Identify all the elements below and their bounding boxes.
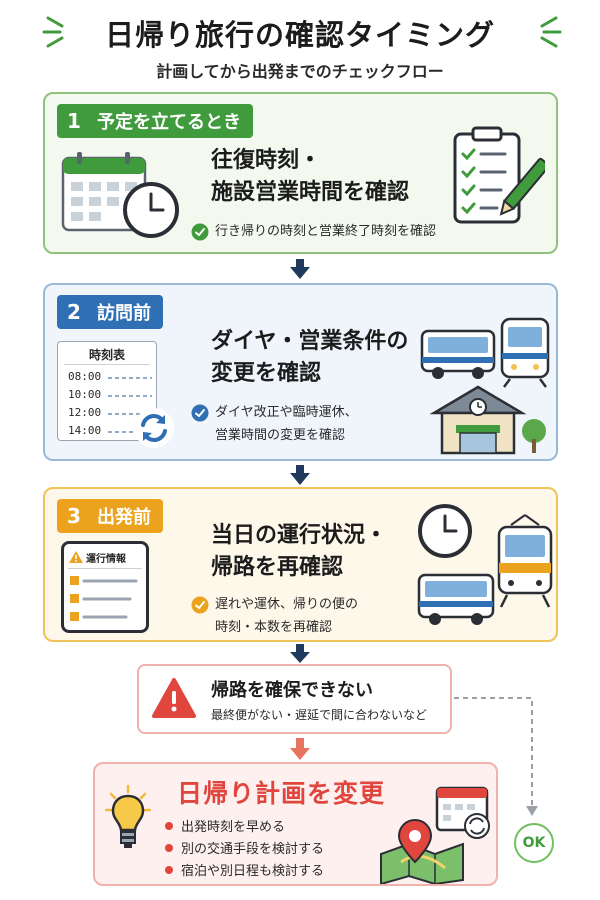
- change-bullet-text: 宿泊や別日程も検討する: [181, 864, 325, 879]
- bullet-dot-icon: [165, 843, 173, 852]
- step-2-check-text-1: ダイヤ改正や臨時運休、: [215, 405, 358, 420]
- timetable-time: 08:00: [68, 370, 102, 383]
- step-2-check-text-2: 営業時間の変更を確認: [215, 428, 346, 443]
- change-bullet: 出発時刻を早める: [165, 816, 285, 835]
- step-3-check: 遅れや運休、帰りの便の 時刻・本数を再確認: [191, 595, 358, 637]
- change-plan-box: 日帰り計画を変更 出発時刻を早める 別の交通手段を検討する 宿泊や別日程も検討す…: [93, 762, 498, 886]
- timetable-time: 10:00: [68, 388, 102, 401]
- check-icon: [191, 223, 209, 241]
- service-info-phone: 運行情報: [61, 541, 149, 633]
- checklist-clipboard-icon: [453, 126, 545, 224]
- step-3-card: 3 出発前 運行情報 当日の運行状況・ 帰路を再確認 遅れや運休、帰りの便の 時…: [43, 487, 558, 642]
- bullet-dot-icon: [165, 821, 173, 830]
- change-heading: 日帰り計画を変更: [177, 779, 386, 808]
- step-3-check-text-2: 時刻・本数を再確認: [215, 620, 333, 635]
- step-2-heading-line2: 変更を確認: [211, 361, 322, 386]
- change-bullet-text: 出発時刻を早める: [181, 820, 286, 835]
- lightbulb-icon: [105, 784, 151, 848]
- page-subtitle: 計画してから出発までのチェックフロー: [156, 62, 444, 81]
- timetable-time: 12:00: [68, 406, 102, 419]
- check-icon: [191, 596, 209, 614]
- bus-train-station-icon: [420, 317, 550, 455]
- step-1-check: 行き帰りの時刻と営業終了時刻を確認: [191, 222, 436, 241]
- down-arrow-icon: [290, 259, 310, 279]
- step-3-label: 出発前: [97, 507, 151, 528]
- clock-bus-train-icon: [417, 504, 553, 625]
- step-2-heading-line1: ダイヤ・営業条件の: [211, 329, 409, 354]
- step-3-check-text-1: 遅れや運休、帰りの便の: [215, 597, 359, 612]
- step-2-tag: 2 訪問前: [57, 295, 163, 329]
- change-bullet: 宿泊や別日程も検討する: [165, 860, 324, 879]
- step-1-check-text: 行き帰りの時刻と営業終了時刻を確認: [215, 224, 437, 239]
- step-1-card: 1 予定を立てるとき 往復時刻・ 施設営業時間を確認 行き帰りの時刻と営業終了時…: [43, 92, 558, 254]
- step-3-number: 3: [67, 504, 81, 528]
- warning-detail: 最終便がない・遅延で間に合わないなど: [211, 708, 428, 722]
- step-2-number: 2: [67, 300, 81, 324]
- change-bullet-text: 別の交通手段を検討する: [181, 842, 325, 857]
- refresh-icon: [134, 408, 174, 448]
- calendar-map-pin-icon: [380, 786, 490, 884]
- step-1-number: 1: [67, 109, 81, 133]
- down-arrow-icon: [290, 465, 310, 485]
- sparkle-left-icon: [42, 16, 64, 48]
- step-2-card: 2 訪問前 時刻表 08:00 10:00 12:00 14:00 ダイヤ・営業…: [43, 283, 558, 461]
- service-info-title: 運行情報: [86, 554, 126, 565]
- page-title: 日帰り旅行の確認タイミング: [104, 18, 495, 52]
- check-icon: [191, 404, 209, 422]
- warning-heading: 帰路を確保できない: [211, 680, 373, 701]
- change-bullet: 別の交通手段を検討する: [165, 838, 324, 857]
- warning-icon: [69, 551, 83, 563]
- timetable-time: 14:00: [68, 424, 102, 437]
- step-3-heading-line1: 当日の運行状況・: [211, 523, 388, 548]
- step-1-label: 予定を立てるとき: [97, 112, 241, 133]
- timetable-title: 時刻表: [88, 348, 125, 362]
- down-arrow-icon: [290, 644, 310, 663]
- ok-badge: OK: [514, 823, 554, 863]
- sparkle-right-icon: [540, 16, 562, 48]
- step-1-heading-line1: 往復時刻・: [211, 148, 322, 173]
- step-3-tag: 3 出発前: [57, 499, 163, 533]
- step-1-tag: 1 予定を立てるとき: [57, 104, 253, 138]
- warning-box: 帰路を確保できない 最終便がない・遅延で間に合わないなど: [137, 664, 452, 734]
- ok-path-dashed-arrow: [454, 697, 538, 816]
- step-2-check: ダイヤ改正や臨時運休、 営業時間の変更を確認: [191, 403, 358, 445]
- step-3-heading-line2: 帰路を再確認: [211, 555, 344, 580]
- down-arrow-red-icon: [290, 738, 310, 760]
- warning-triangle-icon: [152, 678, 196, 718]
- step-2-label: 訪問前: [97, 303, 151, 324]
- calendar-clock-icon: [61, 152, 179, 238]
- step-1-heading-line2: 施設営業時間を確認: [211, 180, 410, 205]
- bullet-dot-icon: [165, 865, 173, 874]
- timetable-card: 時刻表 08:00 10:00 12:00 14:00: [57, 341, 157, 441]
- info-list-lines: [70, 576, 138, 621]
